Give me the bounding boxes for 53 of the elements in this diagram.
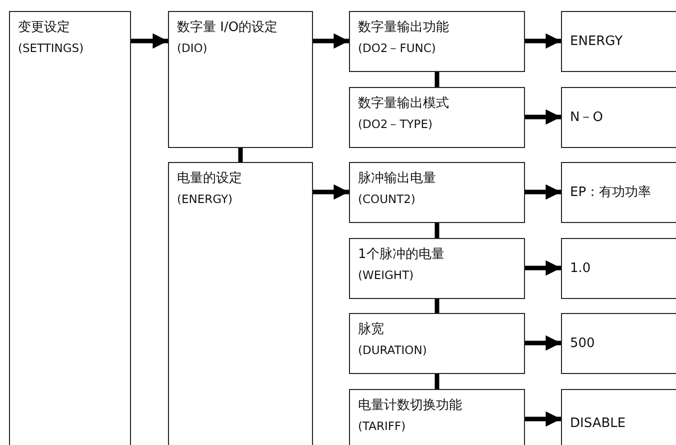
connector-line (238, 148, 243, 162)
connector-line (434, 374, 440, 389)
setting-box (349, 313, 525, 374)
value-text: EP：有功功率 (570, 184, 652, 202)
value-text: 1.0 (570, 260, 591, 278)
value-box (561, 313, 676, 374)
setting-box (9, 11, 131, 445)
arrow (525, 109, 561, 125)
arrow (525, 411, 561, 427)
arrow (525, 335, 561, 351)
parameter-code: (DIO) (177, 40, 208, 57)
value-box (561, 238, 676, 299)
arrow (525, 260, 561, 276)
value-box (561, 87, 676, 148)
arrow (525, 184, 561, 200)
arrow (313, 184, 349, 200)
arrow (525, 33, 561, 49)
setting-name: 电量的设定 (177, 170, 243, 188)
setting-name: 数字量 I/O的设定 (177, 19, 279, 37)
setting-name: 数字量输出功能 (358, 19, 450, 37)
connector-line (434, 299, 440, 313)
setting-box (168, 162, 313, 445)
value-box (561, 11, 676, 72)
parameter-code: (COUNT2) (358, 191, 416, 208)
setting-name: 脉宽 (358, 321, 385, 339)
parameter-code: (SETTINGS) (18, 40, 85, 57)
setting-name: 电量计数切换功能 (358, 397, 463, 415)
setting-box (349, 162, 525, 223)
setting-name: 数字量输出模式 (358, 95, 450, 113)
value-text: ENERGY (570, 32, 623, 50)
setting-box (349, 389, 525, 445)
value-box (561, 162, 676, 223)
connector-line (434, 223, 440, 238)
setting-box (349, 11, 525, 72)
arrow (131, 33, 168, 49)
parameter-code: (DURATION) (358, 342, 428, 359)
parameter-code: (WEIGHT) (358, 267, 415, 284)
value-text: 500 (570, 334, 595, 352)
parameter-code: (DO2－FUNC) (358, 40, 437, 57)
value-text: DISABLE (570, 415, 626, 433)
connector-line (434, 72, 440, 87)
setting-box (349, 238, 525, 299)
value-text: N－O (570, 108, 603, 126)
parameter-code: (TARIFF) (358, 418, 407, 435)
setting-name: 1个脉冲的电量 (358, 246, 446, 264)
parameter-code: (ENERGY) (177, 191, 234, 208)
arrow (313, 33, 349, 49)
parameter-code: (DO2－TYPE) (358, 116, 434, 133)
setting-box (349, 87, 525, 148)
setting-name: 变更设定 (18, 19, 71, 37)
setting-box (168, 11, 313, 148)
setting-name: 脉冲输出电量 (358, 170, 437, 188)
value-box (561, 389, 676, 445)
